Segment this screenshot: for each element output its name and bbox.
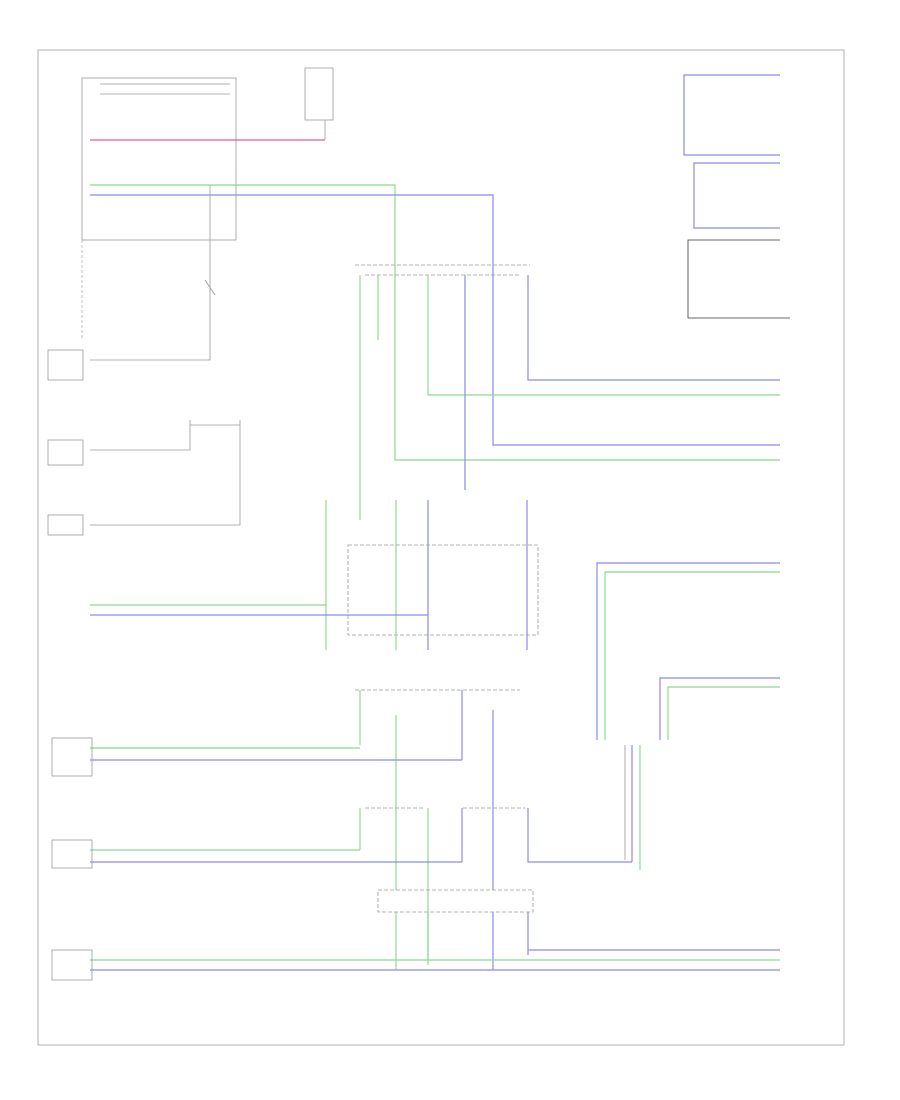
left-module-4: [51, 737, 93, 777]
left-module-5: [51, 839, 93, 869]
blue-wire-top: [90, 194, 780, 446]
left-module-6: [51, 949, 93, 981]
splice-block-2: [325, 500, 539, 650]
left-module-3: [47, 514, 84, 536]
green-wire-right-2: [667, 686, 780, 740]
splice-block-5: [377, 889, 534, 970]
blue-wire-right-1: [596, 562, 780, 740]
blue-wire-right-2: [659, 677, 780, 740]
gray-wire-left-2: [90, 420, 191, 451]
gray-wire-left-1: [90, 300, 211, 361]
splice-block-3: [355, 689, 520, 890]
right-module-1: [683, 74, 790, 319]
gray-wire-left-3: [90, 420, 241, 526]
splice-block-1: [355, 264, 780, 520]
green-wire-right-1: [604, 571, 780, 740]
top-relay: [304, 67, 334, 140]
left-module-2: [47, 439, 84, 466]
left-module-1: [47, 349, 84, 381]
green-wire-top: [90, 184, 780, 461]
diagram-frame: [37, 49, 845, 1046]
splice-block-4: [359, 807, 632, 965]
top-left-module: [81, 77, 237, 340]
